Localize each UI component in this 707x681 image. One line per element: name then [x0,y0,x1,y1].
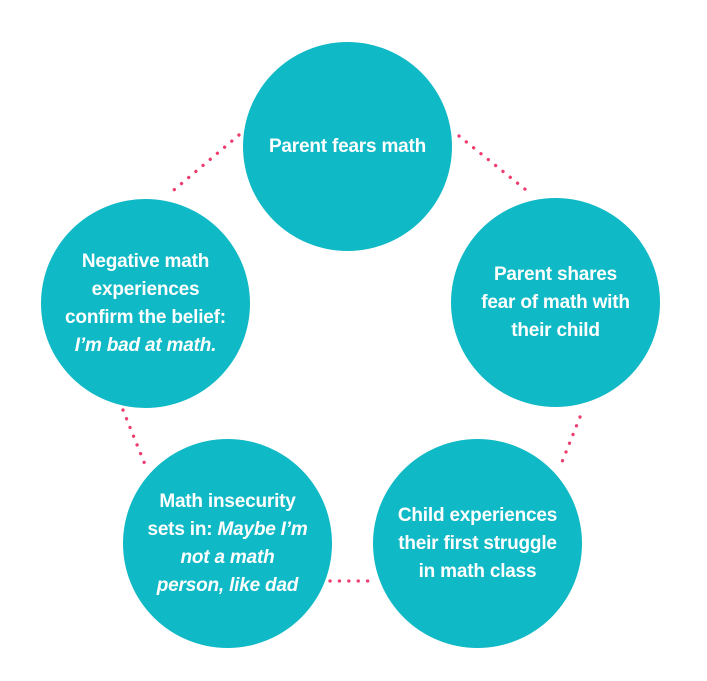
dotted-connector-left-to-bottom-left [121,408,148,469]
dotted-connector-top-to-right [457,134,533,196]
node-label-parent-fears-math: Parent fears math [268,135,427,157]
dotted-connector-top-to-left [166,133,241,197]
dotted-connector-right-to-bottom-right [558,415,582,469]
node-parent-fears-math: Parent fears math [243,42,452,251]
